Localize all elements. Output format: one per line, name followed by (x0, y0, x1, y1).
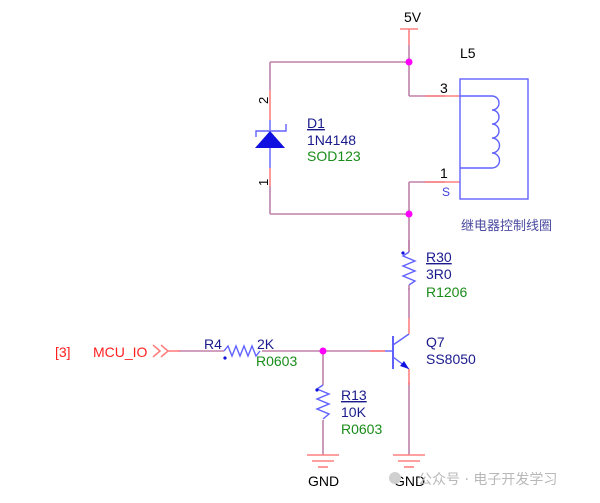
r13-ref: R13 (341, 387, 367, 403)
coil-body (459, 78, 529, 200)
resistor-zigzag-icon (223, 344, 261, 358)
power-label: 5V (404, 9, 422, 25)
coil-pin-tag: S (442, 185, 450, 199)
diode-triangle-icon (255, 131, 285, 148)
diode-footprint: SOD123 (307, 148, 361, 164)
port-mcu-io[interactable]: [3] MCU_IO (55, 344, 180, 360)
q7-value: SS8050 (426, 351, 476, 367)
q7-ref: Q7 (426, 334, 445, 350)
r30-value: 3R0 (426, 266, 452, 282)
diode-ref: D1 (307, 115, 325, 131)
transistor-q7[interactable]: Q7 SS8050 (370, 318, 476, 385)
ground-icon (393, 454, 425, 468)
emitter-arrow-icon (400, 361, 409, 369)
port-net-name: MCU_IO (93, 344, 148, 360)
r4-footprint: R0603 (256, 353, 297, 369)
coil-caption: 继电器控制线圈 (461, 219, 552, 234)
diode-d1[interactable]: 2 1 D1 1N4148 SOD123 (255, 90, 361, 186)
junction-dot (405, 58, 413, 66)
resistor-zigzag-icon (401, 251, 417, 286)
r4-ref: R4 (204, 336, 222, 352)
resistor-r30[interactable]: R30 3R0 R1206 (401, 240, 467, 300)
relay-coil-l5[interactable]: L5 3 1 S 继电器控制线圈 (425, 45, 552, 234)
power-port-5v[interactable]: 5V (400, 9, 422, 45)
diode-pin-1: 1 (256, 179, 271, 186)
watermark-text: 公众号 · 电子开发学习 (418, 472, 557, 488)
port-arrow-icon (152, 344, 162, 358)
resistor-r13[interactable]: R13 10K R0603 (315, 384, 382, 437)
ground-right-label: GND (394, 473, 425, 489)
coil-pin-3: 3 (440, 80, 448, 96)
coil-pin-1: 1 (440, 165, 448, 181)
port-sheet-ref: [3] (55, 344, 71, 360)
r13-footprint: R0603 (341, 421, 382, 437)
junction-dot (319, 347, 327, 355)
resistor-zigzag-icon (315, 384, 331, 420)
r30-footprint: R1206 (426, 284, 467, 300)
ground-right[interactable]: GND (393, 454, 425, 489)
inductor-winding-icon (460, 95, 501, 169)
r13-value: 10K (341, 404, 367, 420)
diode-pin-2: 2 (256, 97, 271, 104)
watermark: 公众号 · 电子开发学习 (389, 472, 557, 488)
r30-ref: R30 (426, 249, 452, 265)
wechat-icon (389, 472, 401, 484)
zener-bar (255, 124, 287, 137)
wires (178, 45, 445, 455)
diode-value: 1N4148 (307, 132, 356, 148)
ground-icon (307, 454, 339, 468)
r4-value: 2K (257, 336, 275, 352)
ground-left-label: GND (308, 473, 339, 489)
ground-left[interactable]: GND (307, 454, 339, 489)
resistor-r4[interactable]: R4 2K R0603 (204, 336, 297, 369)
coil-ref: L5 (460, 45, 476, 61)
junction-dot (405, 210, 413, 218)
